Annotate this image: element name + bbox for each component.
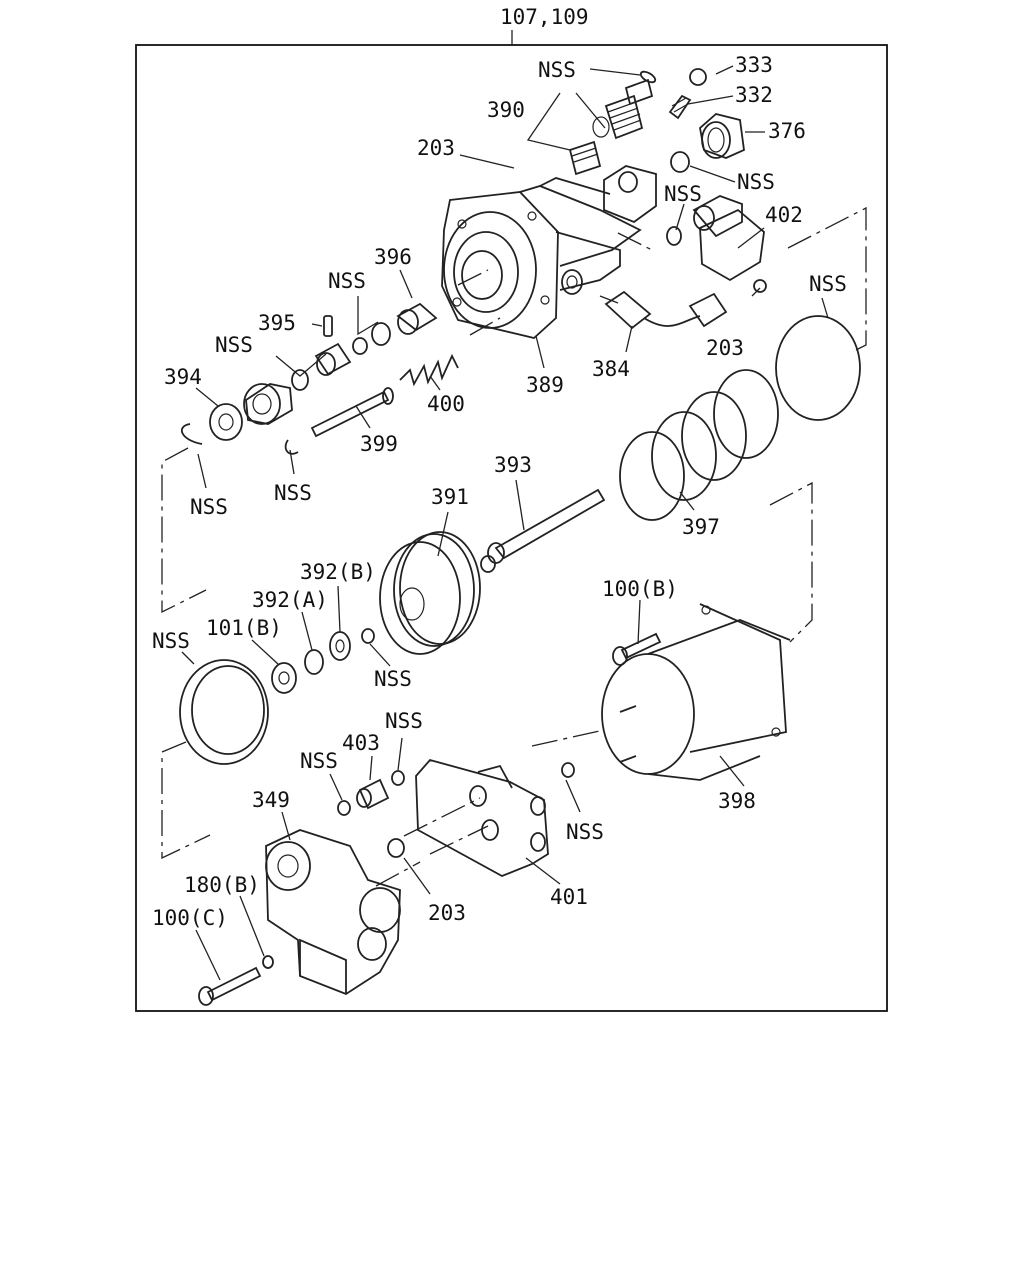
part-333-332: [639, 68, 707, 120]
label-nss: NSS: [737, 170, 775, 194]
label-376: 376: [768, 119, 806, 143]
label-390: 390: [487, 98, 525, 122]
part-389-housing: [441, 165, 657, 339]
label-nss: NSS: [152, 629, 190, 653]
leader-lines: [181, 65, 829, 981]
part-100c-180b: [198, 955, 274, 1006]
part-nss-large-ring: [775, 315, 861, 421]
label-392b: 392(B): [300, 560, 376, 584]
label-203: 203: [706, 336, 744, 360]
label-nss: NSS: [274, 481, 312, 505]
label-401: 401: [550, 885, 588, 909]
part-396-395-394: [180, 302, 438, 445]
part-nss-seal: [179, 659, 269, 765]
part-376-plug: [670, 113, 745, 173]
part-384-sensor: [604, 290, 728, 330]
label-402: 402: [765, 203, 803, 227]
label-399: 399: [360, 432, 398, 456]
label-nss: NSS: [328, 269, 366, 293]
part-403: [337, 770, 405, 858]
label-333: 333: [735, 53, 773, 77]
label-391: 391: [431, 485, 469, 509]
label-nss: NSS: [300, 749, 338, 773]
part-390-fitting: [568, 78, 654, 176]
label-203: 203: [428, 901, 466, 925]
label-180b: 180(B): [184, 873, 260, 897]
part-398-cylinder: [601, 603, 791, 781]
label-100c: 100(C): [152, 906, 228, 930]
label-349: 349: [252, 788, 290, 812]
label-nss: NSS: [190, 495, 228, 519]
label-nss: NSS: [215, 333, 253, 357]
label-392a: 392(A): [252, 588, 328, 612]
label-394: 394: [164, 365, 202, 389]
label-395: 395: [258, 311, 296, 335]
label-nss: NSS: [809, 272, 847, 296]
label-397: 397: [682, 515, 720, 539]
label-101b: 101(B): [206, 616, 282, 640]
part-401-block: [415, 758, 575, 877]
part-391-piston: [379, 531, 481, 655]
part-402-elbow: [666, 195, 767, 293]
label-nss: NSS: [538, 58, 576, 82]
part-100b-bolt: [612, 632, 662, 666]
label-389: 389: [526, 373, 564, 397]
part-349-valve: [265, 829, 401, 996]
label-398: 398: [718, 789, 756, 813]
part-392-101b: [271, 628, 375, 694]
part-labels: NSS 333 332 376 390 203 NSS NSS 402 NSS …: [152, 53, 847, 930]
reference-lines: [161, 206, 867, 887]
label-393: 393: [494, 453, 532, 477]
label-100b: 100(B): [602, 577, 678, 601]
label-400: 400: [427, 392, 465, 416]
label-nss: NSS: [664, 182, 702, 206]
part-393-shaft: [480, 488, 606, 573]
header-label: 107,109: [500, 5, 589, 29]
label-403: 403: [342, 731, 380, 755]
part-400-399: [284, 353, 459, 455]
label-396: 396: [374, 245, 412, 269]
label-203: 203: [417, 136, 455, 160]
label-nss: NSS: [566, 820, 604, 844]
label-nss: NSS: [374, 667, 412, 691]
label-nss: NSS: [385, 709, 423, 733]
part-397-spring: [619, 369, 779, 521]
label-384: 384: [592, 357, 630, 381]
label-332: 332: [735, 83, 773, 107]
